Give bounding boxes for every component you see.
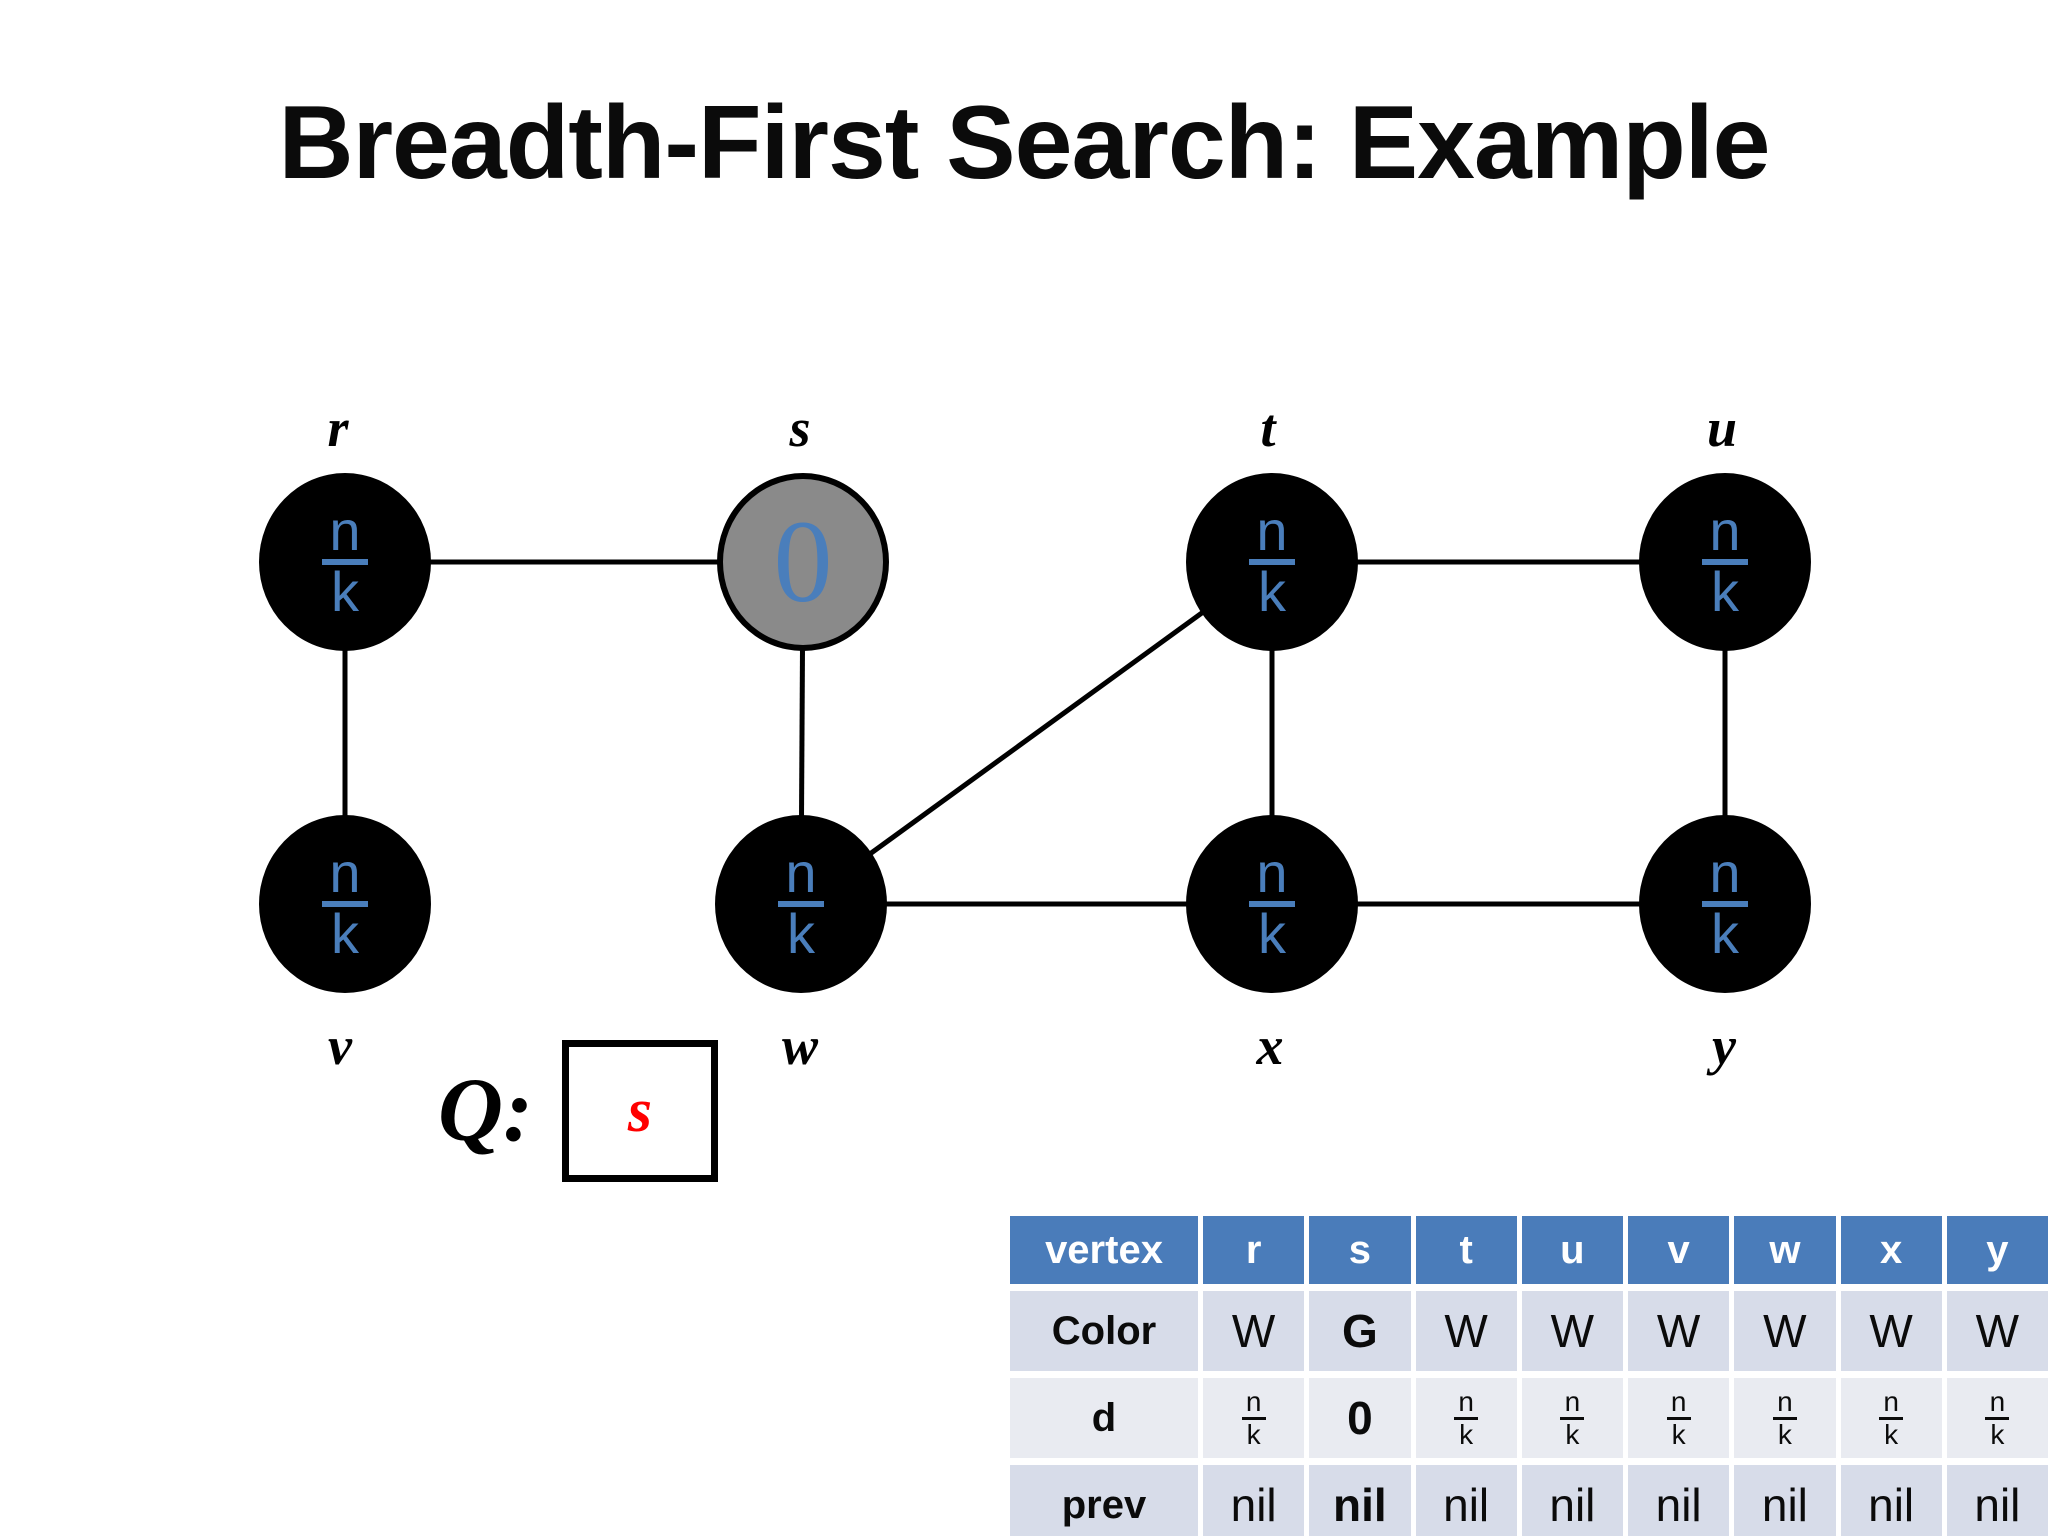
color-r: W (1203, 1291, 1305, 1371)
prev-u: nil (1521, 1465, 1623, 1536)
graph-node-t: n k (1186, 473, 1358, 651)
node-label-x: x (1256, 1016, 1284, 1076)
d-u: n k (1521, 1378, 1623, 1458)
edge-t-w (799, 559, 1274, 907)
prev-s: nil (1309, 1465, 1411, 1536)
prev-r: nil (1203, 1465, 1305, 1536)
distance-value: n k (1702, 503, 1748, 619)
fraction-bar (1702, 901, 1748, 907)
table-header-r: r (1203, 1216, 1305, 1284)
table-header-vertex: vertex (1010, 1216, 1198, 1284)
d-v: n k (1628, 1378, 1730, 1458)
prev-x: nil (1840, 1465, 1942, 1536)
fraction-bar (1560, 1416, 1585, 1420)
distance-value: n k (778, 845, 824, 961)
d-s: 0 (1309, 1378, 1411, 1458)
graph-node-w: n k (715, 815, 887, 993)
fraction-bar (778, 901, 824, 907)
bfs-state-table: vertex r s t u v w x y Color W G W W W W… (1010, 1216, 2048, 1536)
graph-node-y: n k (1639, 815, 1811, 993)
prev-v: nil (1628, 1465, 1730, 1536)
fraction-bar (1666, 1416, 1691, 1420)
table-header-w: w (1734, 1216, 1836, 1284)
distance-value: n k (322, 503, 368, 619)
table-header-v: v (1628, 1216, 1730, 1284)
graph-node-r: n k (259, 473, 431, 651)
fraction-bar (1454, 1416, 1479, 1420)
queue-box: s (562, 1040, 718, 1182)
prev-y: nil (1946, 1465, 2048, 1536)
color-u: W (1521, 1291, 1623, 1371)
node-label-r: r (327, 398, 349, 458)
fraction-bar (1879, 1416, 1904, 1420)
row-label-d: d (1010, 1378, 1198, 1458)
table-header-y: y (1946, 1216, 2048, 1284)
table-header-u: u (1521, 1216, 1623, 1284)
d-r: n k (1203, 1378, 1305, 1458)
fraction-bar (1702, 559, 1748, 565)
color-w: W (1734, 1291, 1836, 1371)
fraction-bar (1772, 1416, 1797, 1420)
fraction-bar (1249, 559, 1295, 565)
distance-value: n k (1249, 503, 1295, 619)
slide-title: Breadth-First Search: Example (278, 85, 1770, 201)
graph-node-s: 0 (717, 473, 889, 651)
d-y: n k (1946, 1378, 2048, 1458)
distance-value: 0 (773, 496, 833, 627)
node-label-w: w (781, 1016, 819, 1076)
queue-label: Q: (438, 1061, 533, 1160)
distance-value: n k (1702, 845, 1748, 961)
prev-t: nil (1415, 1465, 1517, 1536)
table-header-s: s (1309, 1216, 1411, 1284)
d-t: n k (1415, 1378, 1517, 1458)
d-w: n k (1734, 1378, 1836, 1458)
distance-value: n k (1249, 845, 1295, 961)
table-header-x: x (1840, 1216, 1942, 1284)
color-s: G (1309, 1291, 1411, 1371)
queue-item: s (627, 1077, 653, 1145)
graph-node-u: n k (1639, 473, 1811, 651)
node-label-t: t (1260, 398, 1276, 458)
fraction-bar (1249, 901, 1295, 907)
fraction-bar (1241, 1416, 1266, 1420)
d-x: n k (1840, 1378, 1942, 1458)
fraction-bar (1985, 1416, 2010, 1420)
color-v: W (1628, 1291, 1730, 1371)
color-x: W (1840, 1291, 1942, 1371)
table-header-t: t (1415, 1216, 1517, 1284)
row-label-color: Color (1010, 1291, 1198, 1371)
node-label-s: s (789, 398, 811, 458)
graph-node-v: n k (259, 815, 431, 993)
prev-w: nil (1734, 1465, 1836, 1536)
row-label-prev: prev (1010, 1465, 1198, 1536)
node-label-y: y (1712, 1016, 1736, 1076)
node-label-u: u (1706, 398, 1738, 458)
color-y: W (1946, 1291, 2048, 1371)
fraction-bar (322, 901, 368, 907)
node-label-v: v (328, 1016, 352, 1076)
fraction-bar (322, 559, 368, 565)
graph-node-x: n k (1186, 815, 1358, 993)
distance-value: n k (322, 845, 368, 961)
color-t: W (1415, 1291, 1517, 1371)
